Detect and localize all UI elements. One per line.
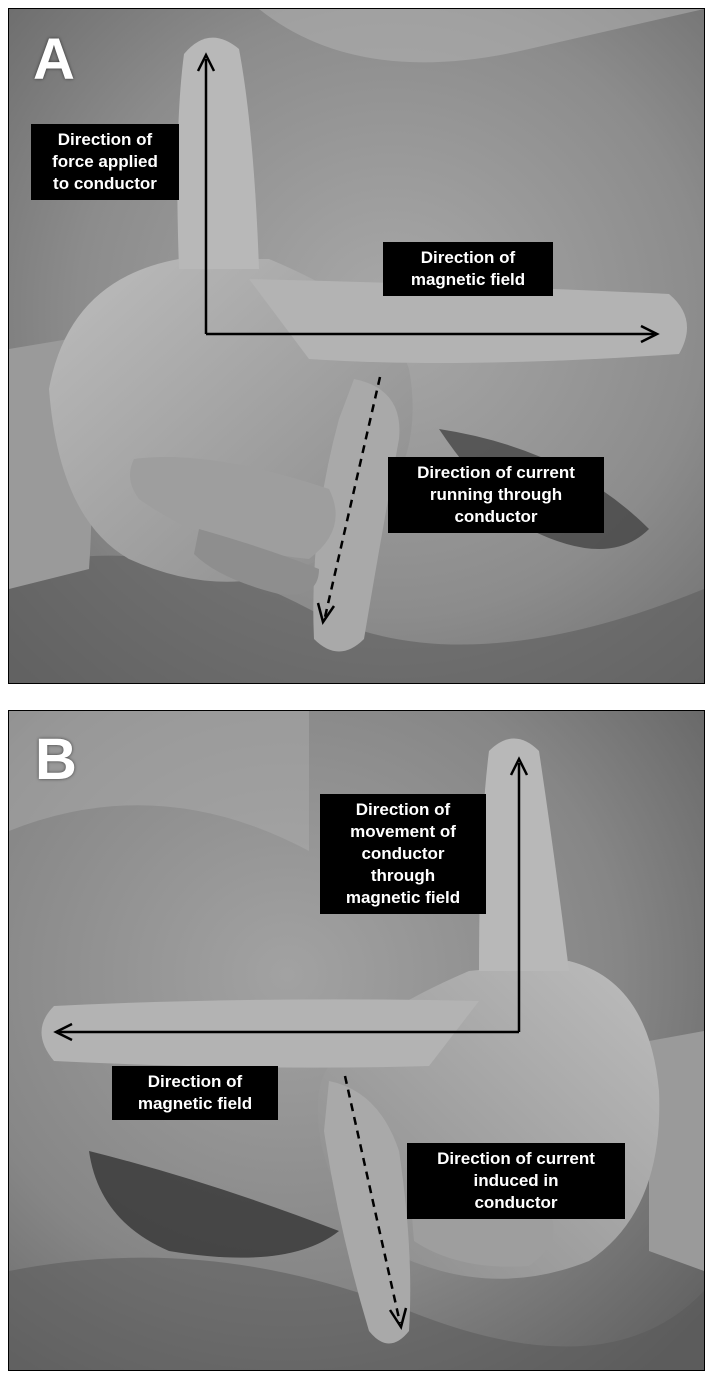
label-magnetic-field-direction: Direction of magnetic field <box>112 1066 278 1120</box>
current-arrow <box>345 1076 400 1323</box>
panel-a-photo: A Direction of force applied to conducto… <box>8 8 705 684</box>
current-arrow <box>325 377 380 617</box>
label-current-direction: Direction of current running through con… <box>388 457 604 533</box>
label-force-direction: Direction of force applied to conductor <box>31 124 179 200</box>
label-current-direction: Direction of current induced in conducto… <box>407 1143 625 1219</box>
vector-arrows-a <box>9 9 704 683</box>
label-magnetic-field-direction: Direction of magnetic field <box>383 242 553 296</box>
panel-b-photo: B Direction of movement of conductor thr… <box>8 710 705 1371</box>
label-movement-direction: Direction of movement of conductor throu… <box>320 794 486 914</box>
